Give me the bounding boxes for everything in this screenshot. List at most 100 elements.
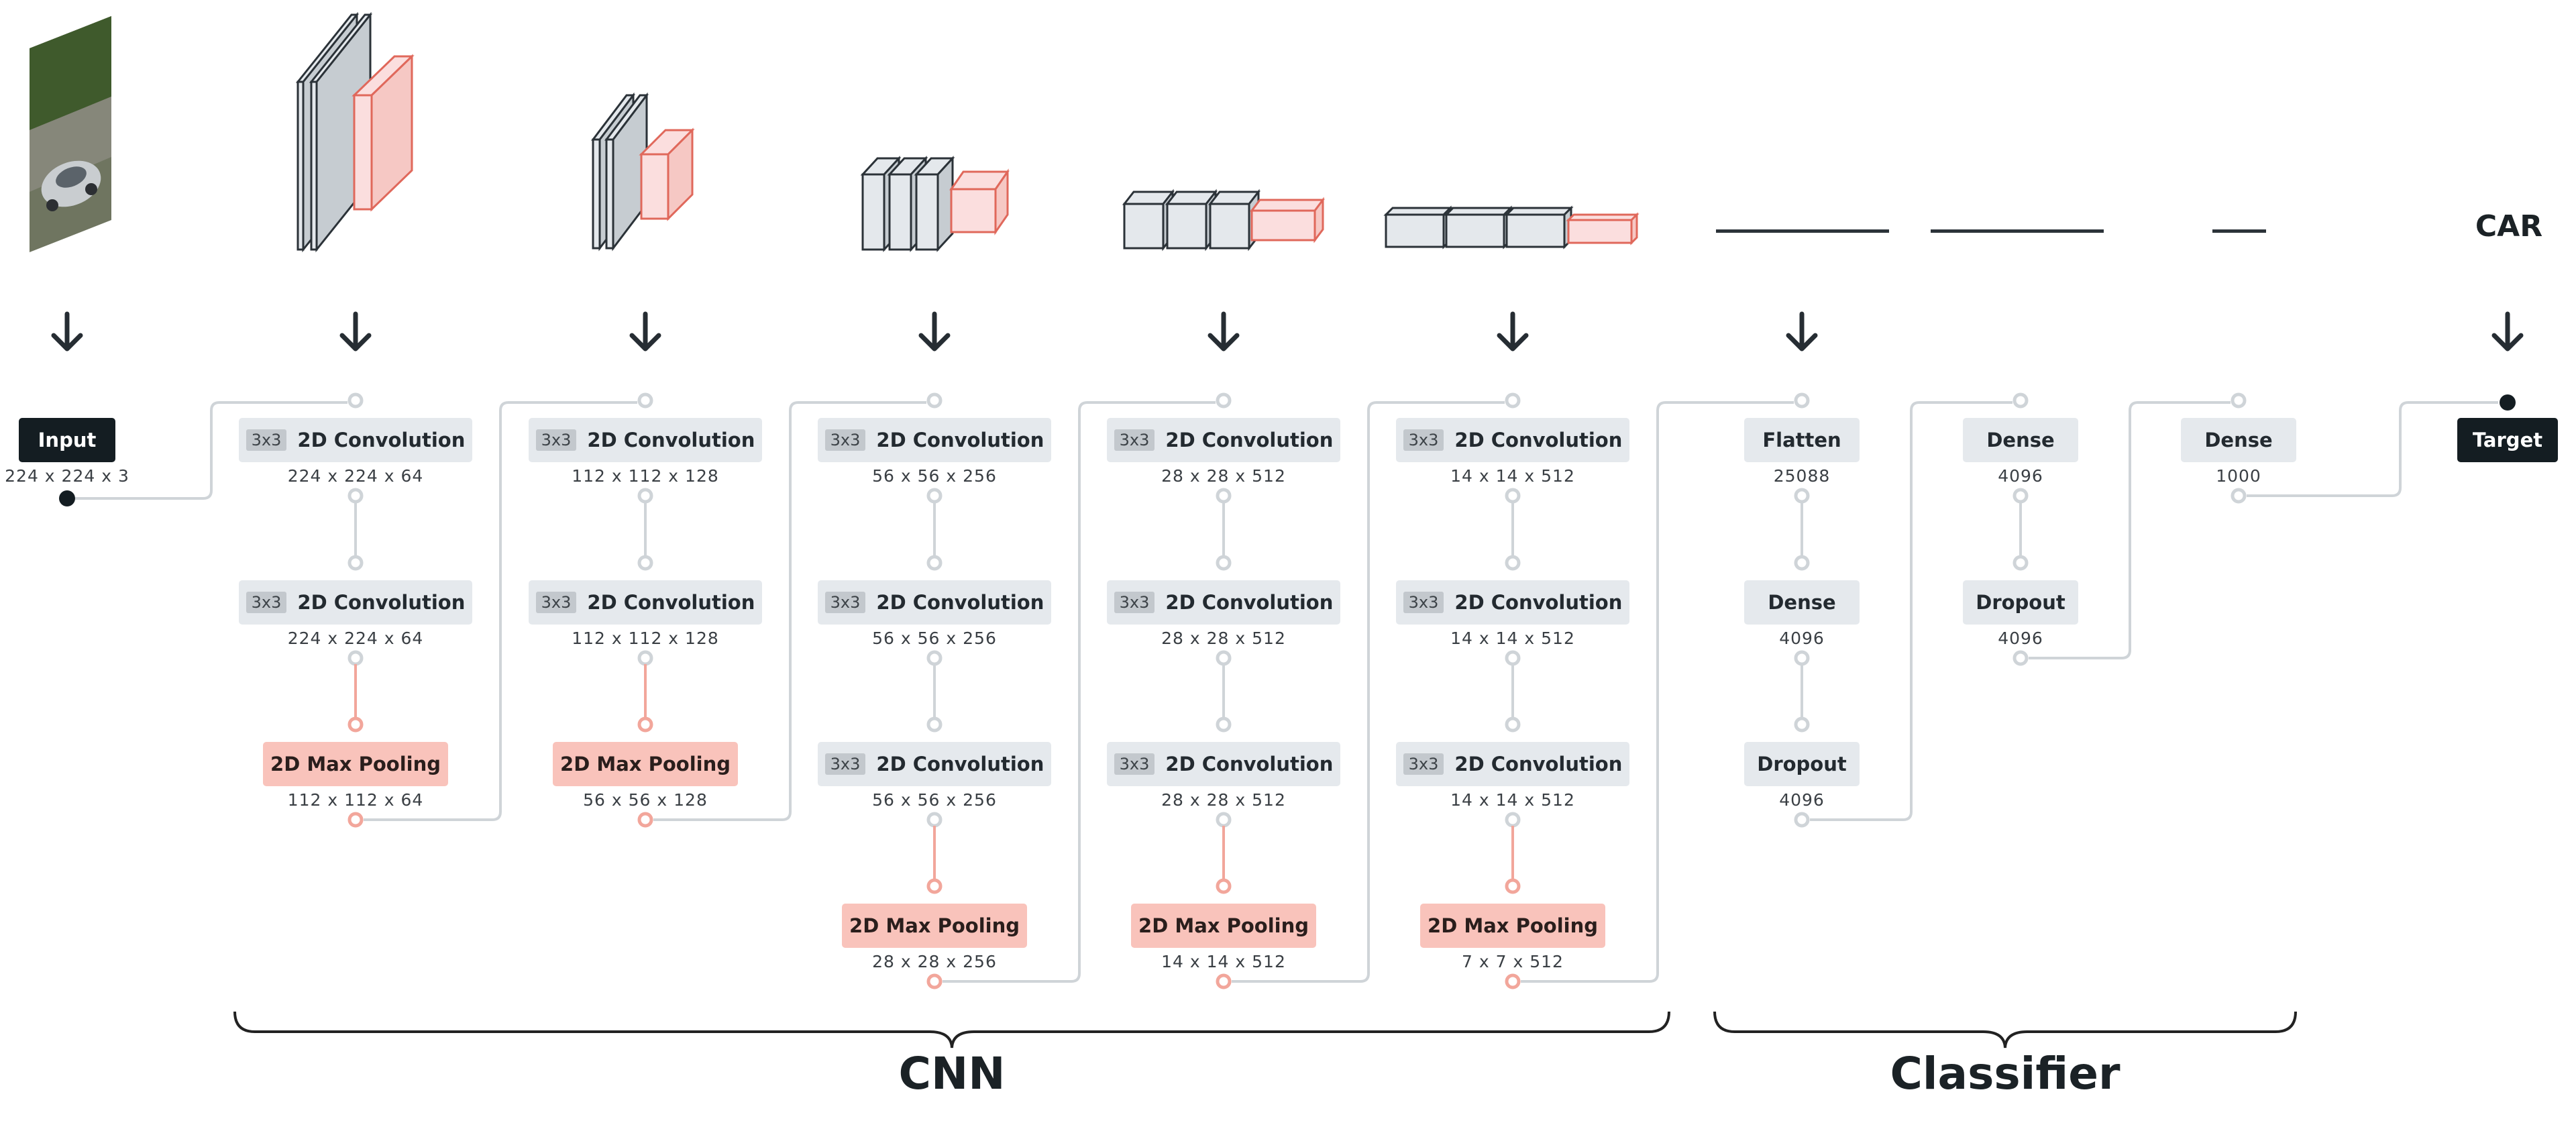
layer-output-shape: 224 x 224 x 64	[287, 466, 424, 486]
layer-input-port	[347, 716, 364, 733]
cnn-group-label: CNN	[898, 1048, 1006, 1099]
layer-name: Dropout	[1976, 591, 2065, 614]
layer-name: 2D Convolution	[1454, 429, 1623, 451]
input-down-arrow	[51, 311, 83, 352]
max-pooling-node[interactable]: 2D Max Pooling	[553, 742, 738, 786]
volume-stack-block-2	[590, 93, 695, 252]
layer-output-shape: 28 x 28 x 512	[1161, 790, 1286, 810]
flatten-node[interactable]: Flatten	[1744, 418, 1860, 462]
layer-output-shape: 56 x 56 x 128	[583, 790, 708, 810]
convolution-node[interactable]: 3x3 2D Convolution	[1396, 418, 1629, 462]
layer-output-port	[1794, 812, 1810, 828]
block-2-down-arrow	[629, 311, 661, 352]
classifier-group-label: Classifier	[1890, 1048, 2121, 1099]
kernel-size-badge: 3x3	[824, 753, 866, 775]
layer-output-port	[1505, 488, 1521, 504]
layer-output-shape: 25088	[1773, 466, 1831, 486]
max-pooling-node[interactable]: 2D Max Pooling	[842, 904, 1027, 948]
layer-output-port	[637, 650, 653, 666]
kernel-size-badge: 3x3	[246, 429, 287, 451]
classifier-2-input-connector	[1810, 401, 2012, 821]
layer-output-shape: 14 x 14 x 512	[1450, 790, 1575, 810]
block-3-down-arrow	[918, 311, 951, 352]
max-pooling-node[interactable]: 2D Max Pooling	[1131, 904, 1316, 948]
convolution-node[interactable]: 3x3 2D Convolution	[818, 742, 1051, 786]
layer-input-port	[1216, 878, 1232, 894]
layer-input-port	[1794, 392, 1810, 409]
layer-output-shape: 1000	[2216, 466, 2261, 486]
layer-output-shape: 28 x 28 x 512	[1161, 466, 1286, 486]
kernel-size-badge: 3x3	[1403, 753, 1444, 775]
layer-name: Dense	[1986, 429, 2055, 451]
volume-stack-block-3	[860, 156, 1010, 252]
layer-name: 2D Max Pooling	[1138, 914, 1309, 937]
layer-input-port	[1216, 716, 1232, 733]
max-pooling-node[interactable]: 2D Max Pooling	[1420, 904, 1605, 948]
target-node[interactable]: Target	[2457, 418, 2558, 462]
kernel-size-badge: 3x3	[1114, 429, 1155, 451]
layer-output-shape: 14 x 14 x 512	[1450, 629, 1575, 648]
input-node[interactable]: Input	[19, 418, 115, 462]
target-input-connector	[2247, 401, 2498, 497]
layer-input-port	[2012, 392, 2029, 409]
dense-node[interactable]: Dense	[1744, 580, 1860, 625]
dropout-node[interactable]: Dropout	[1963, 580, 2078, 625]
layer-name: 2D Max Pooling	[1428, 914, 1598, 937]
max-pooling-node[interactable]: 2D Max Pooling	[263, 742, 448, 786]
layer-name: 2D Convolution	[1165, 591, 1334, 614]
layer-output-port	[1216, 650, 1232, 666]
dropout-node[interactable]: Dropout	[1744, 742, 1860, 786]
classifier-brace	[1713, 1011, 2297, 1048]
dense-4096-vector-line	[1931, 229, 2104, 233]
layer-name: 2D Max Pooling	[849, 914, 1020, 937]
layer-input-port	[347, 555, 364, 571]
input-car-photo	[30, 16, 111, 252]
layer-output-port	[1216, 812, 1232, 828]
dense-node[interactable]: Dense	[2181, 418, 2296, 462]
dense-node[interactable]: Dense	[1963, 418, 2078, 462]
layer-output-port	[1794, 488, 1810, 504]
layer-output-shape: 28 x 28 x 512	[1161, 629, 1286, 648]
block-5-input-connector	[1232, 401, 1505, 983]
kernel-size-badge: 3x3	[535, 592, 577, 613]
block-1-input-connector	[75, 401, 347, 500]
input-shape-label: 224 x 224 x 3	[5, 466, 129, 486]
layer-output-port	[2012, 650, 2029, 666]
kernel-size-badge: 3x3	[1403, 429, 1444, 451]
input-output-port	[59, 490, 75, 506]
kernel-size-badge: 3x3	[824, 592, 866, 613]
kernel-size-badge: 3x3	[246, 592, 287, 613]
layer-output-shape: 56 x 56 x 256	[872, 466, 997, 486]
layer-input-port	[926, 716, 943, 733]
layer-output-port	[1216, 488, 1232, 504]
kernel-size-badge: 3x3	[1114, 753, 1155, 775]
volume-stack-block-5	[1383, 205, 1640, 250]
convolution-node[interactable]: 3x3 2D Convolution	[1107, 742, 1340, 786]
layer-name: 2D Convolution	[876, 753, 1044, 775]
volume-stack-block-1	[295, 12, 415, 253]
layer-name: 2D Convolution	[1165, 753, 1334, 775]
layer-name: Dropout	[1757, 753, 1847, 775]
layer-output-port	[2231, 488, 2247, 504]
layer-input-port	[1794, 716, 1810, 733]
layer-input-port	[1505, 716, 1521, 733]
layer-input-port	[1505, 878, 1521, 894]
layer-name: Dense	[2204, 429, 2273, 451]
layer-input-port	[926, 392, 943, 409]
output-class-label: CAR	[2475, 209, 2543, 244]
block-2-input-connector	[364, 401, 637, 821]
layer-output-port	[926, 973, 943, 989]
layer-input-port	[637, 555, 653, 571]
layer-output-shape: 112 x 112 x 64	[287, 790, 424, 810]
